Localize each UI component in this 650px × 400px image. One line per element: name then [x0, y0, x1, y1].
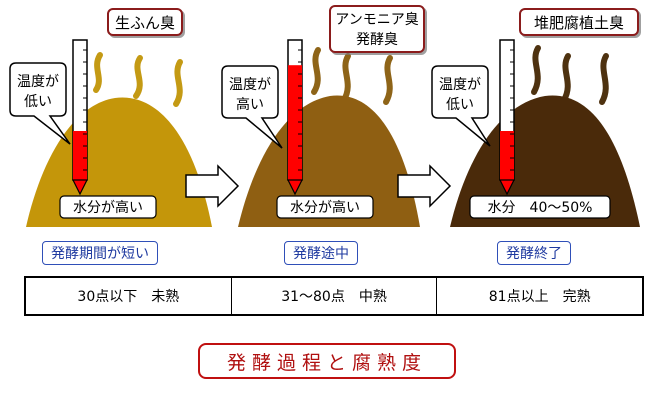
stage-label-3: 発酵終了 [497, 241, 571, 265]
odor-wisps-stage-1 [93, 52, 183, 107]
odor-wisps-stage-3 [531, 45, 609, 105]
odor-label: 発酵臭 [356, 32, 398, 48]
odor-wisp [561, 53, 571, 103]
temperature-callout-stage-2: 温度が 高い [221, 65, 283, 149]
thermometer-stage-1 [72, 39, 88, 196]
odor-wisps-stage-2 [311, 47, 393, 105]
stage-2: アンモニア臭 発酵臭 温度が 高い 水分が高い [221, 5, 425, 227]
stage-3: 堆肥腐植土臭 温度が 低い 水分 40〜50% [431, 8, 640, 227]
moisture-label: 水分 40〜50% [488, 200, 593, 216]
thermometer-stage-3 [499, 39, 515, 196]
odor-label: 生ふん臭 [115, 14, 175, 32]
temperature-label-line-1: 温度が [439, 77, 481, 93]
odor-wisp [531, 45, 541, 95]
temperature-label-line-1: 温度が [229, 77, 271, 93]
compost-pile-stage-2 [238, 95, 420, 227]
odor-wisp [133, 55, 143, 99]
maturity-cell-intermediate: 31〜80点 中熟 [230, 278, 437, 314]
temperature-callout-stage-1: 温度が 低い [9, 62, 71, 145]
thermometer-fill [73, 131, 87, 180]
diagram-title: 発酵過程と腐熟度 [198, 343, 456, 379]
thermometer-fill [500, 131, 514, 180]
maturity-cell-immature: 30点以下 未熟 [77, 289, 180, 305]
odor-wisp [383, 55, 393, 105]
temperature-label-line-2: 低い [24, 94, 52, 110]
compost-pile-stage-3 [450, 95, 640, 227]
thermometer-stage-2 [287, 39, 303, 196]
moisture-box-stage-1: 水分が高い [59, 195, 157, 219]
odor-callout-stage-1: 生ふん臭 [107, 8, 183, 36]
progress-arrow-1 [185, 164, 240, 208]
odor-callout-stage-3: 堆肥腐植土臭 [519, 8, 639, 36]
odor-wisp [173, 59, 183, 107]
thermometer-fill [288, 65, 302, 180]
odor-label: アンモニア臭 [335, 12, 418, 28]
odor-wisp [93, 52, 103, 93]
temperature-label-line-1: 温度が [17, 74, 59, 90]
stage-label-2: 発酵途中 [284, 241, 358, 265]
maturity-cell-mature: 81点以上 完熟 [436, 278, 642, 314]
moisture-label: 水分が高い [290, 199, 360, 216]
moisture-box-stage-2: 水分が高い [276, 195, 374, 219]
composting-diagram: 生ふん臭 温度が 低い 水分が高い [9, 5, 640, 227]
maturity-table: 30点以下 未熟 31〜80点 中熟 81点以上 完熟 [24, 276, 644, 316]
temperature-callout-stage-3: 温度が 低い [431, 65, 491, 147]
odor-wisp [311, 47, 321, 95]
odor-wisp [341, 53, 351, 103]
moisture-label: 水分が高い [73, 199, 143, 216]
odor-wisp [599, 53, 609, 105]
odor-label: 堆肥腐植土臭 [534, 14, 624, 32]
temperature-label-line-2: 低い [446, 97, 474, 113]
odor-callout-stage-2: アンモニア臭 発酵臭 [329, 5, 425, 53]
stage-label-1: 発酵期間が短い [42, 241, 158, 265]
stage-1: 生ふん臭 温度が 低い 水分が高い [9, 8, 212, 227]
temperature-label-line-2: 高い [236, 96, 264, 113]
progress-arrow-2 [397, 164, 452, 208]
moisture-box-stage-3: 水分 40〜50% [469, 195, 611, 219]
